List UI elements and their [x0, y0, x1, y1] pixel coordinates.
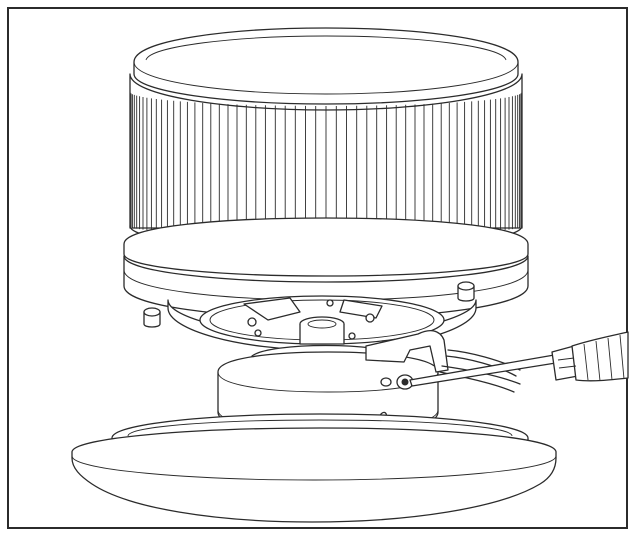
diagram-border — [7, 7, 628, 529]
motor-housing-icon — [123, 27, 529, 319]
motor-ribs — [129, 92, 523, 236]
mounting-plate-icon — [167, 295, 477, 351]
screwdriver-icon — [409, 331, 629, 387]
mounting-nub-right — [457, 281, 475, 302]
mounting-nub-left — [143, 307, 161, 328]
bracket-arm — [365, 329, 449, 373]
light-pan-icon — [71, 413, 557, 523]
